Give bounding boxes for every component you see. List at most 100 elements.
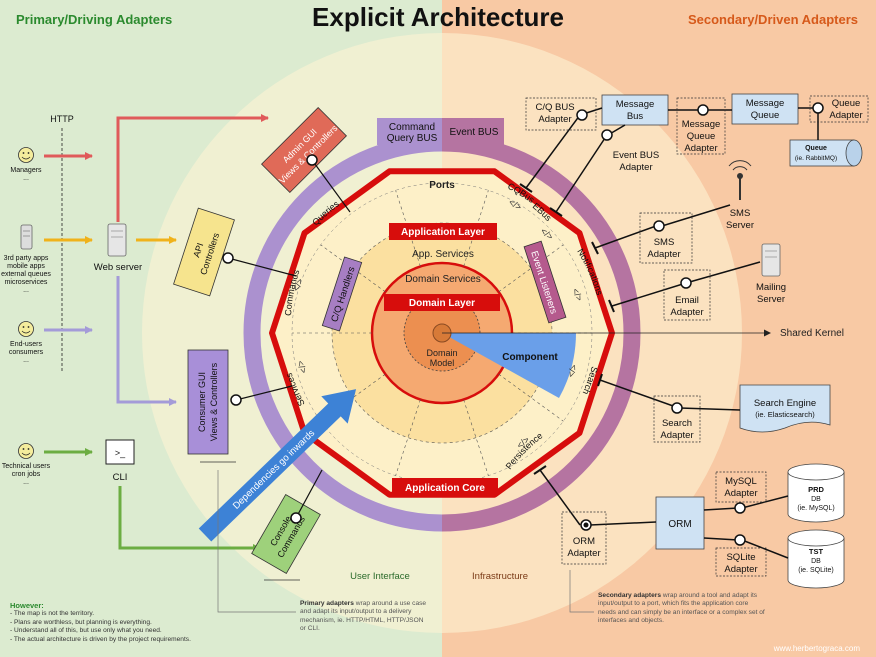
however-line: - Understand all of this, but use only w… bbox=[10, 627, 162, 635]
svg-text:Adapter: Adapter bbox=[567, 548, 600, 559]
port-plugs bbox=[519, 183, 615, 475]
svg-text:mobile apps: mobile apps bbox=[7, 263, 45, 270]
admin-http-arrow bbox=[116, 114, 269, 222]
svg-text:...: ... bbox=[23, 287, 29, 294]
however-line: - The map is not the territory. bbox=[10, 610, 95, 618]
svg-text:external queues: external queues bbox=[1, 271, 51, 278]
message-queue-label-2: Queue bbox=[751, 110, 780, 121]
socket-icons bbox=[222, 154, 318, 524]
smiley-icon bbox=[18, 147, 34, 163]
message-bus-box bbox=[601, 94, 669, 126]
arrow-glyph-icon: </> bbox=[295, 359, 309, 375]
svg-text:Event BUS: Event BUS bbox=[613, 150, 659, 161]
infrastructure-label: Infrastructure bbox=[472, 571, 528, 582]
secondary-connectors bbox=[525, 107, 819, 559]
svg-text:C/Q BUS: C/Q BUS bbox=[535, 102, 574, 113]
command-bus-label-1: Command bbox=[389, 122, 435, 133]
message-bus-label-1: Message bbox=[616, 99, 655, 110]
svg-text:(ie. MySQL): (ie. MySQL) bbox=[797, 505, 834, 512]
message-bus-label-2: Bus bbox=[627, 111, 644, 122]
primary-connectors bbox=[227, 159, 351, 519]
event-bus-label-bg bbox=[442, 118, 504, 145]
svg-text:Technical users: Technical users bbox=[2, 463, 51, 470]
application-layer-box bbox=[389, 223, 497, 240]
mailing-server-node: Mailing Server bbox=[756, 243, 786, 305]
svg-text:Adapter: Adapter bbox=[724, 488, 757, 499]
database-icon bbox=[787, 538, 845, 589]
spoke-line bbox=[498, 244, 564, 293]
however-line: - Plans are worthless, but planning is e… bbox=[10, 618, 152, 626]
svg-text:End-users: End-users bbox=[10, 341, 42, 348]
svg-text:Email: Email bbox=[675, 295, 699, 306]
primary-note-title: Primary adapters bbox=[300, 600, 354, 607]
secondary-heading: Secondary/Driven Adapters bbox=[688, 12, 858, 27]
primary-note-text: wrap around a use case and adapt its inp… bbox=[300, 600, 427, 633]
domain-model-label-2: Model bbox=[430, 358, 455, 368]
document-icon bbox=[739, 384, 831, 433]
queue-cylinder: Queue (ie. RabbitMQ) bbox=[789, 139, 863, 167]
svg-text:...: ... bbox=[23, 357, 29, 364]
api-controllers-adapter: API Controllers bbox=[173, 207, 235, 297]
secondary-adapter-labels: C/Q BUS Adapter Message Queue Adapter Qu… bbox=[535, 98, 862, 575]
svg-text:MySQL: MySQL bbox=[725, 476, 757, 487]
svg-text:Adapter: Adapter bbox=[684, 143, 717, 154]
secondary-note-text: wrap around a tool and adapt its input/o… bbox=[598, 592, 765, 625]
spoke-line bbox=[463, 190, 489, 267]
shared-kernel-label: Shared Kernel bbox=[780, 328, 844, 339]
search-engine-doc: Search Engine (ie. Elasticsearch) bbox=[739, 384, 831, 433]
svg-text:Server: Server bbox=[757, 294, 785, 305]
orm-box bbox=[655, 496, 705, 550]
svg-text:Message: Message bbox=[682, 119, 721, 130]
svg-text:TST: TST bbox=[809, 547, 824, 556]
orm-label: ORM bbox=[668, 519, 691, 530]
svg-text:Search: Search bbox=[662, 418, 692, 429]
domain-model-label-1: Domain bbox=[426, 348, 457, 358]
svg-text:Web server: Web server bbox=[94, 262, 142, 273]
svg-text:Queue: Queue bbox=[687, 131, 716, 142]
svg-text:Adapter: Adapter bbox=[647, 249, 680, 260]
message-queue-label-1: Message bbox=[746, 98, 785, 109]
command-bus-label-bg bbox=[377, 118, 442, 145]
svg-text:consumers: consumers bbox=[9, 349, 44, 356]
primary-adapters-note: Primary adapters wrap around a use case … bbox=[300, 600, 430, 634]
command-bus-label-2: Query BUS bbox=[387, 133, 438, 144]
server-icon bbox=[20, 224, 33, 250]
domain-layer-box bbox=[384, 294, 500, 311]
tst-db-cylinder: TST DB (ie. SQLite) bbox=[787, 529, 845, 589]
event-bus-label: Event BUS bbox=[450, 127, 499, 138]
svg-text:cron jobs: cron jobs bbox=[12, 471, 41, 478]
console-arrow bbox=[118, 486, 261, 552]
socket-dot bbox=[583, 522, 589, 528]
component-slice bbox=[442, 333, 576, 398]
arrow-glyph-icon: </> bbox=[291, 277, 306, 293]
svg-text:API: API bbox=[191, 242, 205, 259]
component-label: Component bbox=[502, 352, 558, 363]
svg-text:ORM: ORM bbox=[573, 536, 595, 547]
svg-text:Adapter: Adapter bbox=[829, 110, 862, 121]
svg-text:Adapter: Adapter bbox=[670, 307, 703, 318]
note-brackets bbox=[217, 470, 594, 613]
spoke-line bbox=[498, 373, 564, 422]
svg-text:Views & Controllers: Views & Controllers bbox=[209, 362, 219, 441]
prd-db-cylinder: PRD DB (ie. MySQL) bbox=[787, 463, 845, 523]
however-note: However: - The map is not the territory.… bbox=[10, 601, 280, 644]
svg-text:Adapter: Adapter bbox=[538, 114, 571, 125]
cli-node: >_ CLI bbox=[105, 439, 135, 483]
spoke-line bbox=[320, 244, 386, 293]
svg-text:Adapter: Adapter bbox=[660, 430, 693, 441]
secondary-note-title: Secondary adapters bbox=[598, 592, 662, 599]
adapter-frames bbox=[525, 95, 869, 577]
svg-text:Adapter: Adapter bbox=[724, 564, 757, 575]
domain-services-label: Domain Services bbox=[405, 274, 481, 285]
svg-text:Managers: Managers bbox=[10, 167, 42, 174]
third-party-actor: 3rd party apps mobile apps external queu… bbox=[1, 224, 51, 294]
svg-text:Queue: Queue bbox=[805, 145, 827, 152]
svg-text:(ie. RabbitMQ): (ie. RabbitMQ) bbox=[795, 155, 837, 162]
database-icon bbox=[787, 472, 845, 523]
svg-text:DB: DB bbox=[811, 496, 821, 503]
svg-text:Mailing: Mailing bbox=[756, 282, 786, 293]
svg-text:(ie. SQLite): (ie. SQLite) bbox=[798, 567, 833, 574]
consumer-arrow bbox=[116, 276, 177, 406]
end-users-actor: End-users consumers ... bbox=[9, 321, 44, 364]
svg-text:Adapter: Adapter bbox=[619, 162, 652, 173]
